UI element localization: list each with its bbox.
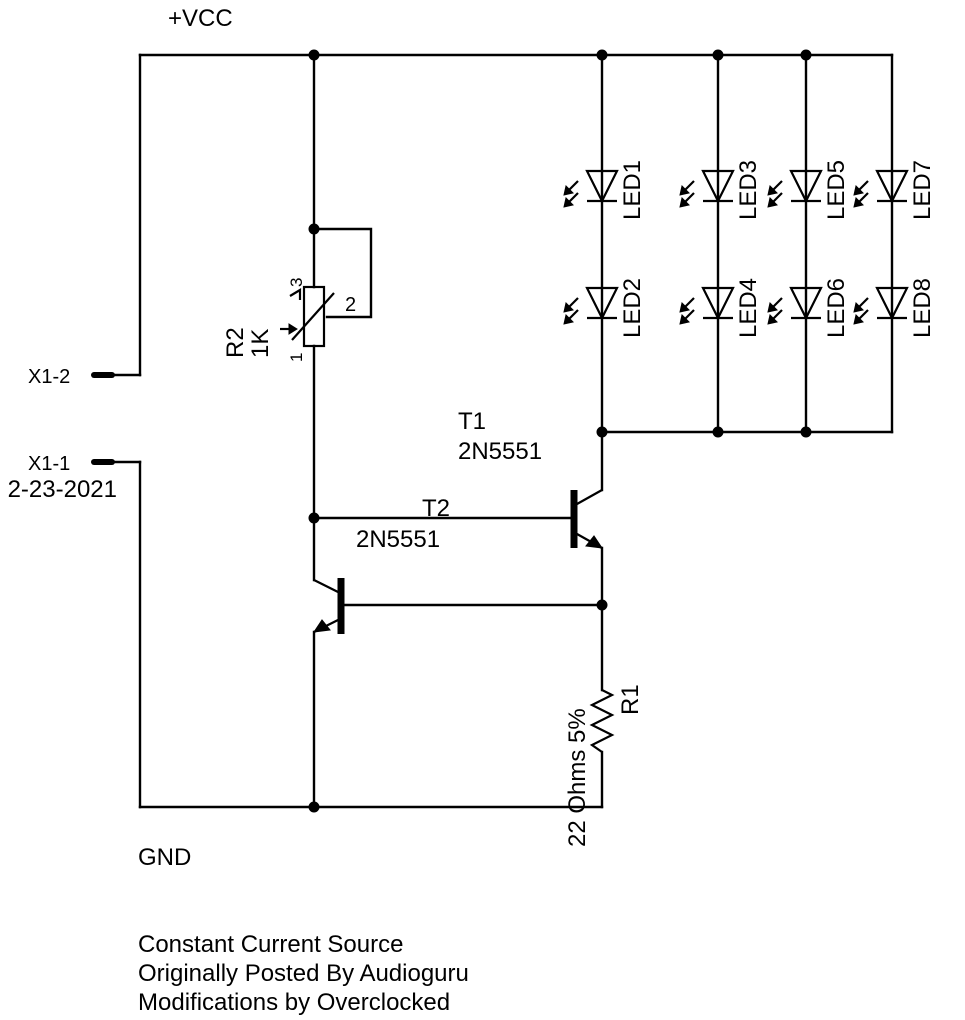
led3-triangle <box>701 169 735 204</box>
note-modifications: Modifications by Overclocked <box>138 989 450 1016</box>
led1 <box>563 169 619 208</box>
led6-triangle <box>789 286 823 321</box>
wires <box>110 53 894 809</box>
led4-ray-tip <box>679 314 690 325</box>
led2-triangle <box>585 286 619 321</box>
vcc-label: +VCC <box>168 5 233 32</box>
t2-value-label: 2N5551 <box>356 526 440 553</box>
r2-pin3-label: 3 <box>287 278 306 287</box>
junction-dot <box>800 426 812 438</box>
t1-emitter-arrow <box>585 535 604 549</box>
led6-label: LED6 <box>823 278 850 338</box>
led6 <box>767 286 823 325</box>
r2-adjust-arrow-tip <box>289 288 302 300</box>
t1-value-label: 2N5551 <box>458 438 542 465</box>
r2-value-label: 1K <box>247 329 274 358</box>
transistor-t1 <box>570 489 604 549</box>
led7-triangle <box>875 169 909 204</box>
t2-collector-lead <box>313 579 339 593</box>
junction-dot <box>800 49 812 61</box>
leds <box>563 169 909 325</box>
junction-dot <box>308 223 320 235</box>
led3-label: LED3 <box>735 160 762 220</box>
labels: +VCC GND X1-2 X1-1 2-23-2021 R2 1K 1 2 3… <box>8 5 936 1016</box>
t1-ref-label: T1 <box>458 408 486 435</box>
led7-label: LED7 <box>909 160 936 220</box>
led2-ray-tip <box>563 302 574 313</box>
r2-pin1-label: 1 <box>287 353 306 362</box>
led5-label: LED5 <box>823 160 850 220</box>
led4-triangle <box>701 286 735 321</box>
t2-emitter-arrow <box>312 619 331 633</box>
led1-ray-tip <box>563 197 574 208</box>
led8-label: LED8 <box>909 278 936 338</box>
pot-wiper-wire <box>312 227 373 319</box>
junction-dot <box>596 426 608 438</box>
led7 <box>853 169 909 208</box>
led6-ray-tip <box>767 302 778 313</box>
x1-2-label: X1-2 <box>28 366 70 388</box>
date-label: 2-23-2021 <box>8 476 117 503</box>
led7-ray-tip <box>853 185 864 196</box>
r1-ref-label: R1 <box>617 684 644 715</box>
led3-ray-tip <box>679 197 690 208</box>
led4-ray-tip <box>679 302 690 313</box>
led2 <box>563 286 619 325</box>
x1-1-label: X1-1 <box>28 453 70 475</box>
r2-ref-label: R2 <box>222 327 249 358</box>
junction-dot <box>308 801 320 813</box>
junction-dot <box>308 49 320 61</box>
r1-zigzag <box>589 689 615 753</box>
led3 <box>679 169 735 208</box>
led8-triangle <box>875 286 909 321</box>
junction-dot <box>712 49 724 61</box>
connector-x1 <box>91 372 115 465</box>
led5 <box>767 169 823 208</box>
r2-direction-arrowhead <box>288 323 298 335</box>
led5-triangle <box>789 169 823 204</box>
led5-ray-tip <box>767 185 778 196</box>
t1-collector-lead <box>576 489 603 505</box>
junction-dot <box>596 49 608 61</box>
transistor-t2 <box>312 578 345 634</box>
r2-pin2-label: 2 <box>345 294 356 316</box>
junction-dot <box>308 512 320 524</box>
led7-ray-tip <box>853 197 864 208</box>
note-original-author: Originally Posted By Audioguru <box>138 960 469 987</box>
led1-label: LED1 <box>619 160 646 220</box>
r2-adjust-arrow <box>291 292 335 341</box>
led2-label: LED2 <box>619 278 646 338</box>
junctions <box>308 49 812 813</box>
r2-body <box>302 285 326 348</box>
potentiometer-r2 <box>280 285 335 348</box>
led1-ray-tip <box>563 185 574 196</box>
led2-ray-tip <box>563 314 574 325</box>
led5-ray-tip <box>767 197 778 208</box>
led4 <box>679 286 735 325</box>
led1-triangle <box>585 169 619 204</box>
resistor-r1 <box>589 689 615 753</box>
led6-ray-tip <box>767 314 778 325</box>
junction-dot <box>712 426 724 438</box>
led4-label: LED4 <box>735 278 762 338</box>
note-title: Constant Current Source <box>138 931 403 958</box>
led8-ray-tip <box>853 302 864 313</box>
t2-ref-label: T2 <box>422 495 450 522</box>
junction-dot <box>596 599 608 611</box>
led8-ray-tip <box>853 314 864 325</box>
r1-value-label: 22 Ohms 5% <box>564 708 591 847</box>
led8 <box>853 286 909 325</box>
gnd-label: GND <box>138 844 191 871</box>
led3-ray-tip <box>679 185 690 196</box>
